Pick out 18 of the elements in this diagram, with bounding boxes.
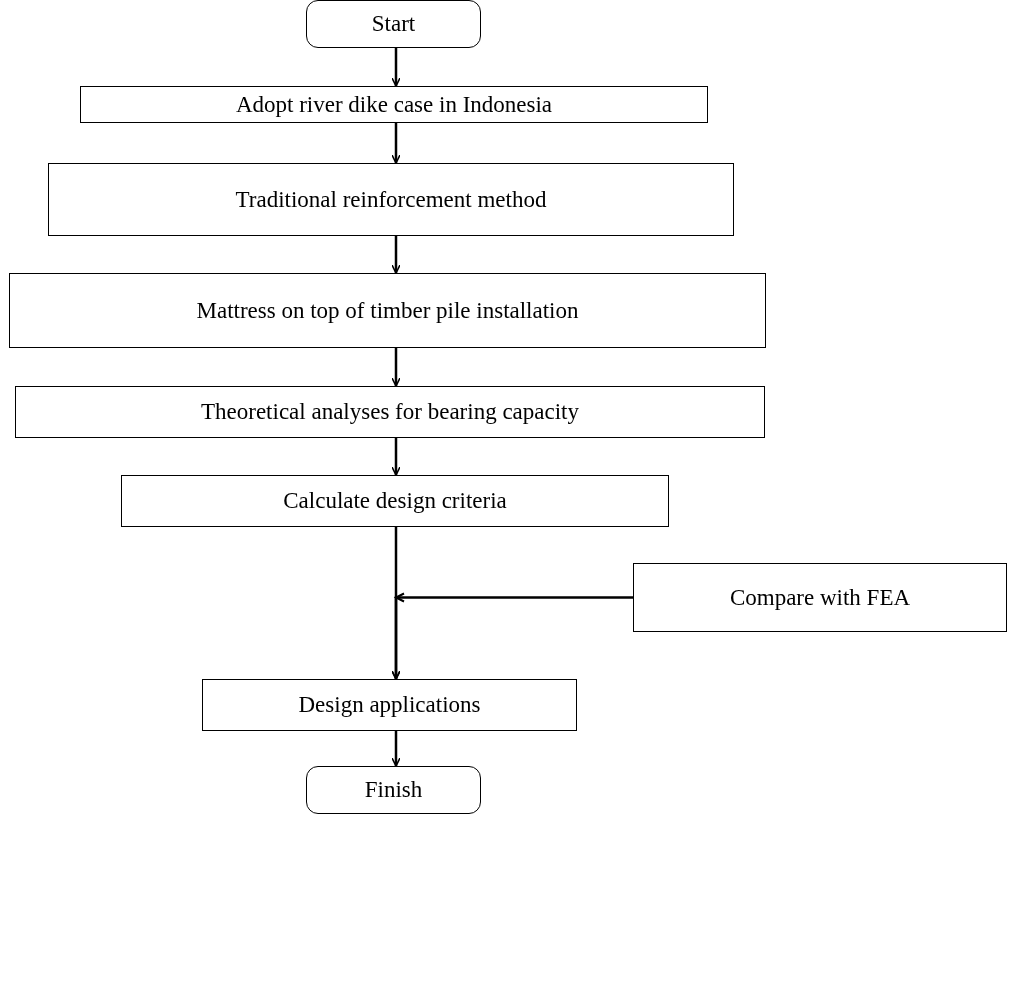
terminal-box [306, 766, 481, 814]
box-label: Theoretical analyses for bearing capacity [201, 399, 579, 425]
process-box [15, 386, 765, 438]
process-box [48, 163, 734, 236]
process-box [9, 273, 766, 348]
box-label: Traditional reinforcement method [235, 186, 547, 213]
box-label: Compare with FEA [729, 584, 911, 611]
box-label: Start [371, 11, 416, 37]
process-box [633, 563, 1007, 632]
box-label: Mattress on top of timber pile installation [196, 297, 579, 324]
box-label: Adopt river dike case in Indonesia [235, 91, 553, 118]
terminal-box [306, 0, 481, 48]
process-box [80, 86, 708, 123]
process-box [121, 475, 669, 527]
box-label: Calculate design criteria [283, 488, 507, 514]
box-label: Finish [364, 777, 423, 803]
box-label: Design applications [298, 692, 481, 718]
process-box [202, 679, 577, 731]
